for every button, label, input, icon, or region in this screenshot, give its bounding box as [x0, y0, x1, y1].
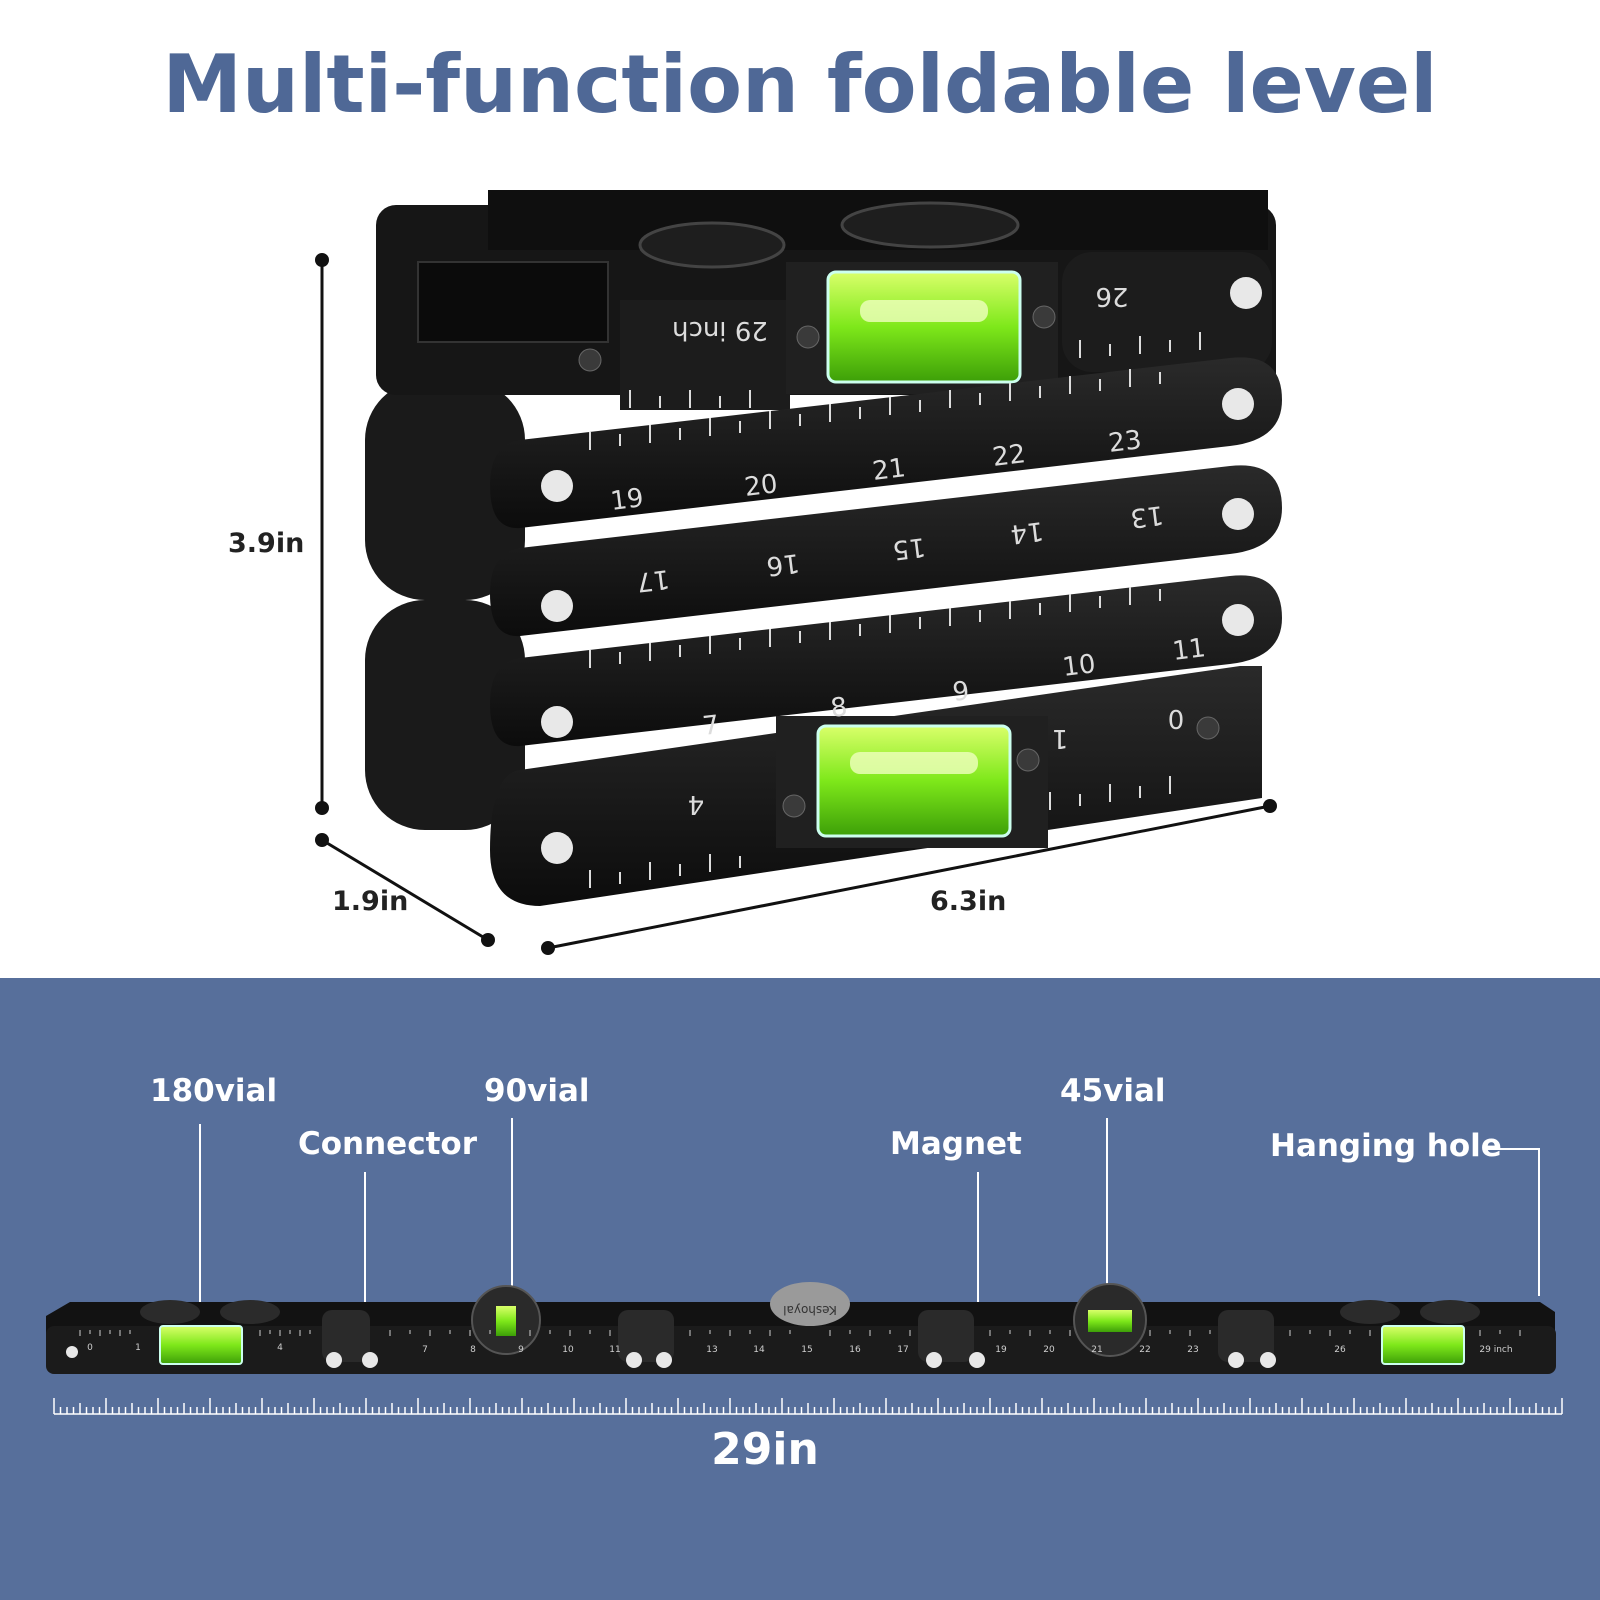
fold-number: 7	[701, 710, 721, 742]
callout-180vial: 180vial	[150, 1073, 278, 1109]
extended-level-illustration: Keshoyal 0 1 4 7 8 9 10 11 13 14 15	[46, 1282, 1556, 1374]
callout-connector: Connector	[298, 1126, 477, 1162]
depth-dimension: 1.9in	[332, 886, 409, 917]
ruler-number: 20	[1043, 1345, 1055, 1355]
ruler-number: 8	[470, 1345, 476, 1355]
ruler-number: 17	[897, 1345, 908, 1355]
fold-number: 10	[1061, 649, 1098, 683]
height-dimension: 3.9in	[228, 528, 305, 559]
fold-number: 8	[829, 692, 849, 724]
ruler-number: 22	[1139, 1345, 1150, 1355]
fold-number: 20	[743, 469, 780, 503]
length-scale	[53, 1398, 1563, 1415]
fold-number: 13	[1129, 499, 1166, 533]
fold-number: 15	[891, 531, 928, 565]
callout-45vial: 45vial	[1060, 1073, 1166, 1109]
ruler-number: 29 inch	[1479, 1345, 1512, 1355]
callout-hanging-hole: Hanging hole	[1270, 1128, 1502, 1164]
fold-number: 16	[765, 547, 802, 581]
ruler-number: 19	[995, 1345, 1007, 1355]
fold-number: 29 inch	[672, 315, 768, 345]
ruler-number: 14	[753, 1345, 765, 1355]
ruler-number: 9	[518, 1345, 524, 1355]
fold-number: 26	[1095, 281, 1128, 311]
ruler-number: 7	[422, 1345, 428, 1355]
ruler-number: 23	[1187, 1345, 1198, 1355]
fold-number: 11	[1171, 633, 1208, 667]
callout-90vial: 90vial	[484, 1073, 590, 1109]
fold-number: 22	[991, 439, 1028, 473]
fold-number: 14	[1009, 515, 1046, 549]
ruler-number: 0	[87, 1343, 93, 1353]
fold-number: 21	[871, 453, 908, 487]
fold-number: 9	[951, 676, 971, 708]
ruler-number: 26	[1334, 1345, 1346, 1355]
ruler-number: 21	[1091, 1345, 1102, 1355]
fold-number: 1	[1052, 723, 1069, 753]
ruler-number: 11	[609, 1345, 620, 1355]
ruler-number: 13	[706, 1345, 717, 1355]
ruler-number: 15	[801, 1345, 812, 1355]
ruler-number: 16	[849, 1345, 861, 1355]
fold-number: 23	[1107, 425, 1144, 459]
ruler-number: 1	[135, 1343, 141, 1353]
folded-level-illustration: 29 inch 26 19 20 21 22 23 17 16 15 14 13…	[315, 190, 1282, 955]
width-dimension: 6.3in	[930, 886, 1007, 917]
page-title: Multi-function foldable level	[162, 38, 1438, 131]
fold-number: 0	[1168, 703, 1185, 733]
ruler-number: 4	[277, 1343, 283, 1353]
fold-number: 4	[688, 789, 705, 819]
ruler-number: 10	[562, 1345, 574, 1355]
fold-number: 17	[635, 563, 672, 597]
brand-mark: Keshoyal	[783, 1303, 837, 1317]
callout-magnet: Magnet	[890, 1126, 1022, 1162]
fold-number: 19	[609, 483, 646, 517]
extended-length: 29in	[711, 1424, 819, 1475]
